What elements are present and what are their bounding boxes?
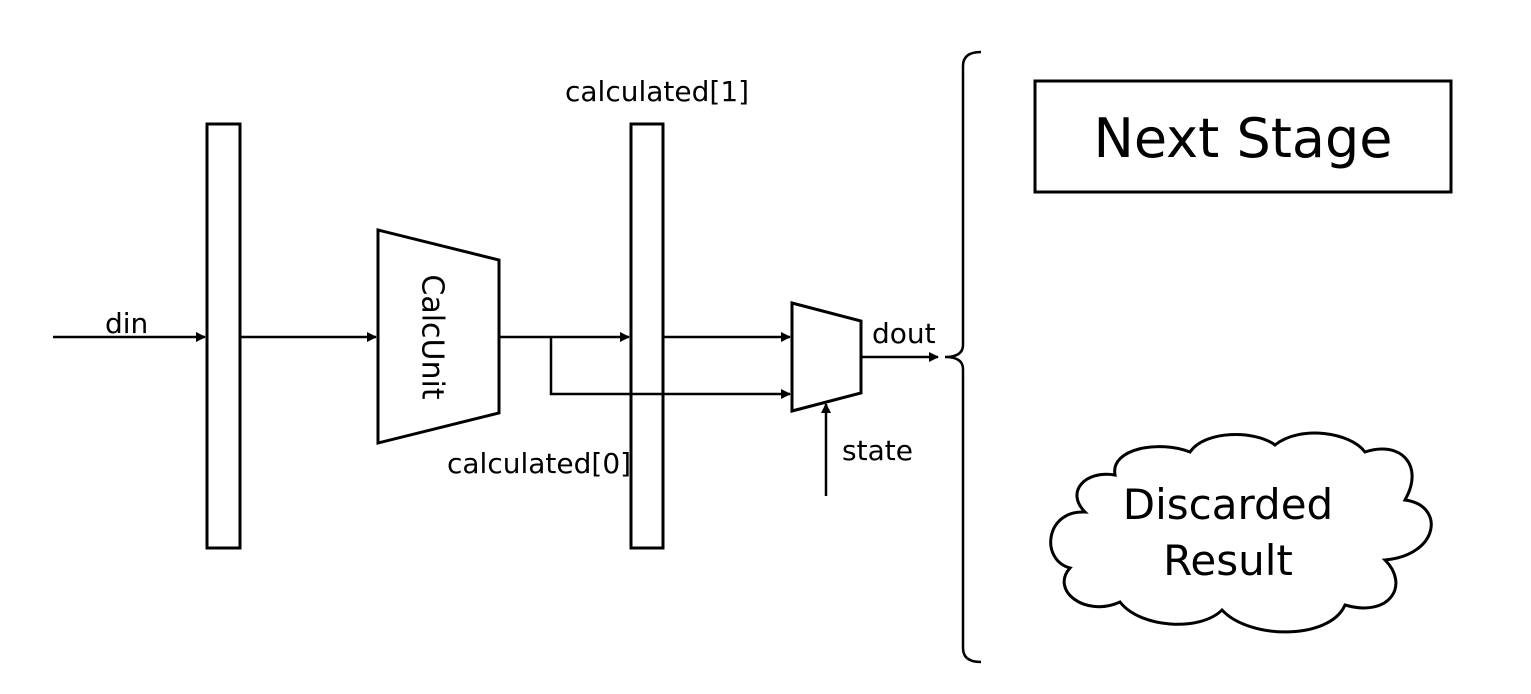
din-label: din: [105, 307, 148, 340]
mux: [790, 301, 863, 413]
dout-label: dout: [872, 317, 936, 350]
pipeline-register-1: [205, 122, 242, 550]
calc-unit-label: CalcUnit: [415, 274, 450, 399]
discarded-label-line1: Discarded: [1123, 480, 1333, 529]
discarded-cloud: [1049, 431, 1433, 634]
calculated-0-label: calculated[0]: [447, 447, 631, 480]
pipeline-register-2: [629, 122, 665, 550]
state-label: state: [842, 434, 913, 467]
calculated-1-label: calculated[1]: [565, 75, 749, 108]
next-stage-box: [1033, 79, 1453, 194]
calc-unit-block: [376, 228, 501, 445]
next-stage-label: Next Stage: [1093, 107, 1392, 170]
bypass-wire: [549, 337, 791, 399]
discarded-label-line2: Result: [1163, 536, 1293, 585]
right-brace: [944, 50, 982, 664]
